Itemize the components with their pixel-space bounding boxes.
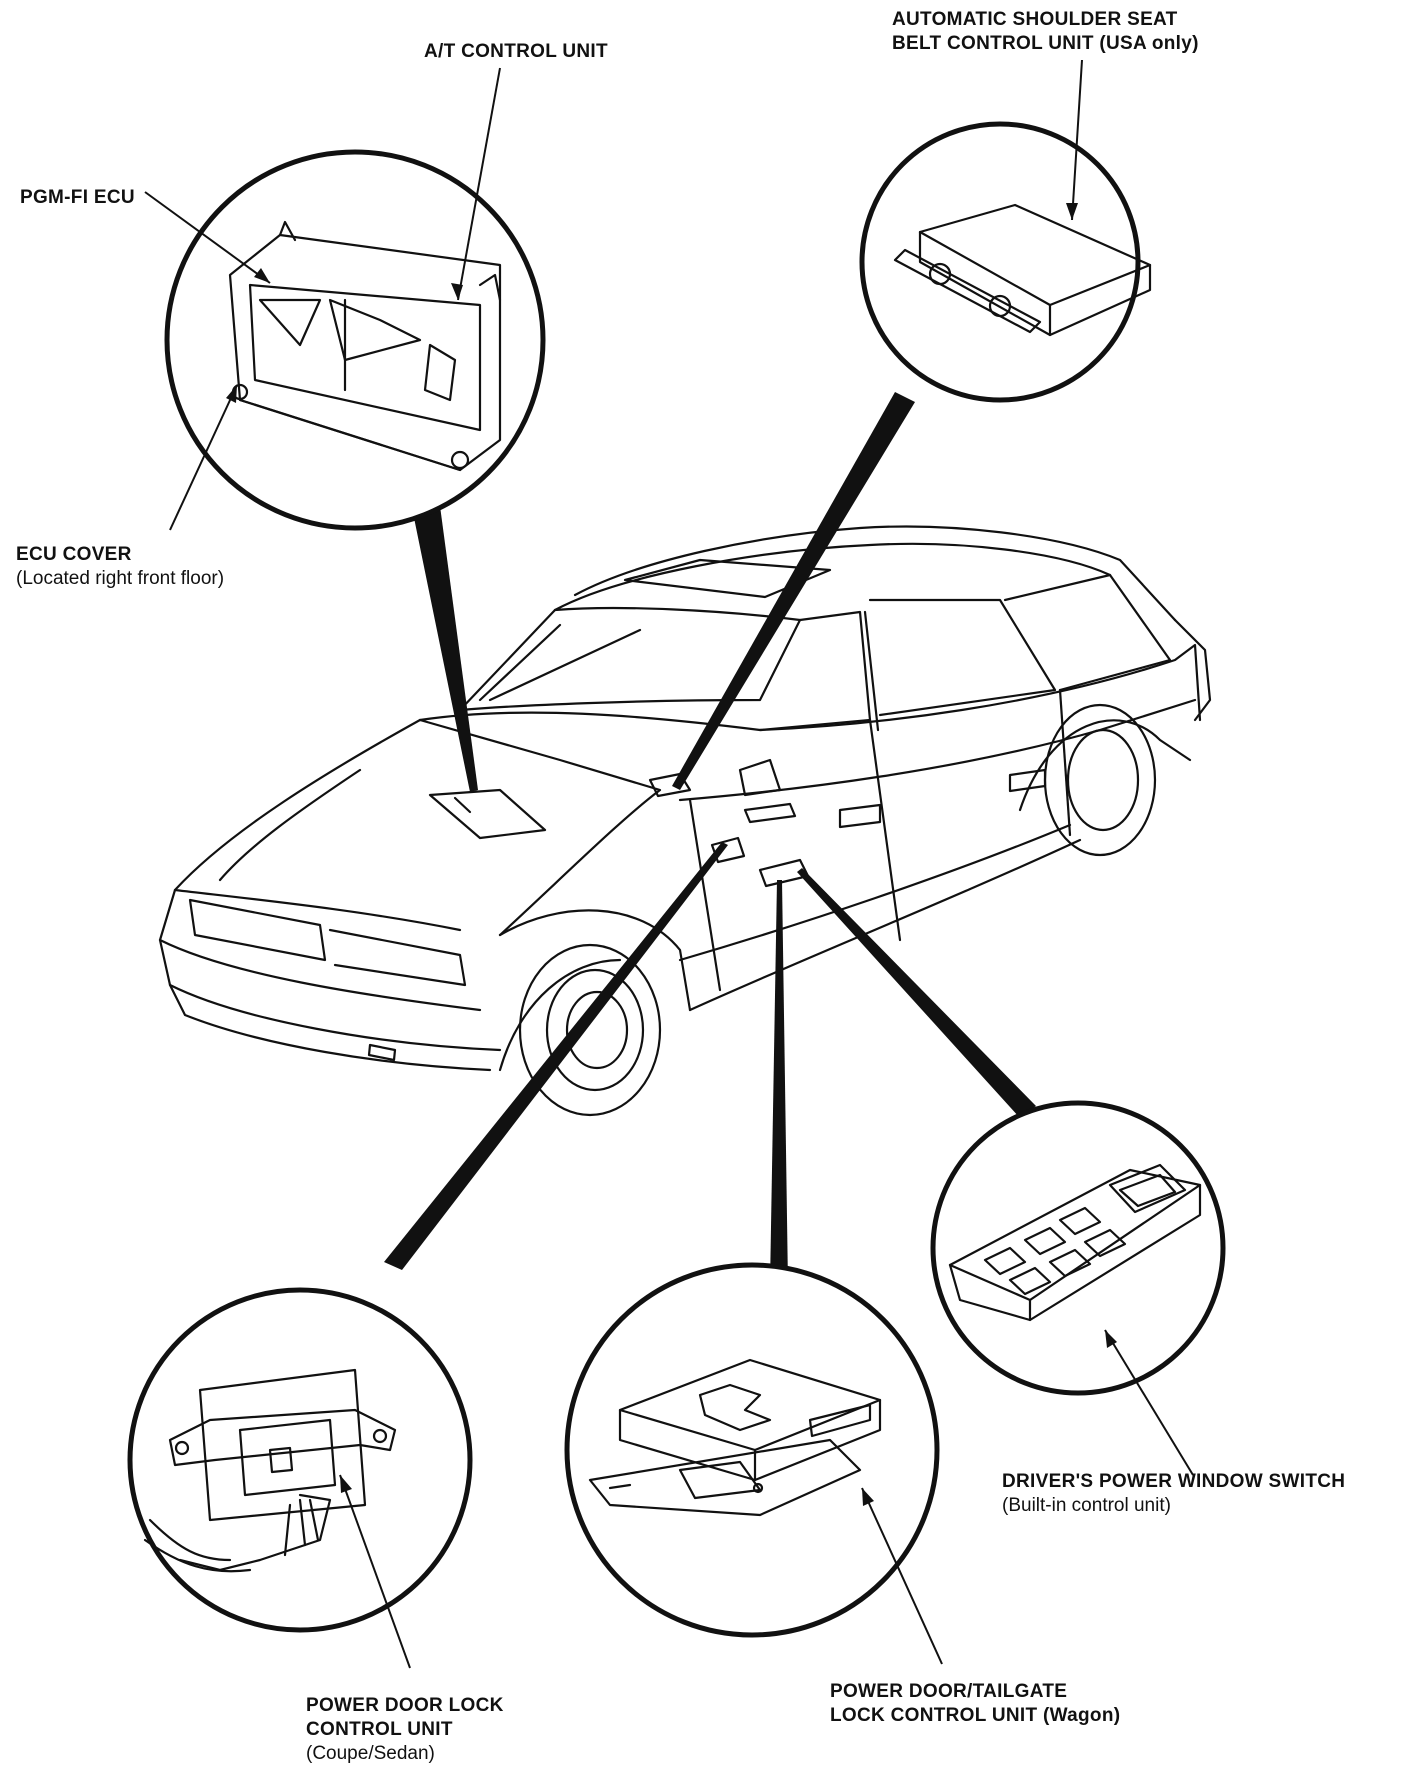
pgm-fi-ecu-label-line1: PGM-FI ECU (20, 187, 135, 208)
tailgate-lock-unit-label-line2: LOCK CONTROL UNIT (Wagon) (830, 1705, 1121, 1726)
door-lock-unit-label: POWER DOOR LOCK CONTROL UNIT (Coupe/Seda… (306, 1694, 504, 1766)
car-illustration (158, 525, 1212, 1117)
window-switch-label-line2: (Built-in control unit) (1002, 1495, 1171, 1516)
door-lock-unit-label-line1: POWER DOOR LOCK (306, 1695, 504, 1716)
window-switch-detail-circle (930, 1100, 1226, 1396)
ecu-cover-label-line2: (Located right front floor) (16, 568, 225, 589)
door-lock-unit-label-line2: CONTROL UNIT (306, 1719, 453, 1740)
seat-belt-unit-detail-circle (859, 121, 1152, 403)
leader-arrowheads (226, 203, 1117, 1506)
tailgate-lock-unit-label: POWER DOOR/TAILGATE LOCK CONTROL UNIT (W… (830, 1680, 1120, 1728)
tailgate-lock-unit-label-line1: POWER DOOR/TAILGATE (830, 1681, 1068, 1702)
window-switch-label: DRIVER'S POWER WINDOW SWITCH (Built-in c… (1002, 1470, 1345, 1518)
seat-belt-unit-label-line2: BELT CONTROL UNIT (USA only) (892, 33, 1199, 54)
tailgate-lock-unit-detail-circle (564, 1262, 940, 1638)
pgm-fi-ecu-label: PGM-FI ECU (20, 186, 135, 210)
at-control-unit-label: A/T CONTROL UNIT (424, 40, 608, 64)
seat-belt-unit-label: AUTOMATIC SHOULDER SEAT BELT CONTROL UNI… (892, 8, 1199, 56)
door-lock-unit-label-line3: (Coupe/Sedan) (306, 1743, 435, 1764)
door-lock-unit-detail-circle (127, 1287, 473, 1633)
at-control-unit-label-line1: A/T CONTROL UNIT (424, 41, 608, 62)
seat-belt-unit-label-line1: AUTOMATIC SHOULDER SEAT (892, 9, 1178, 30)
window-switch-label-line1: DRIVER'S POWER WINDOW SWITCH (1002, 1471, 1346, 1492)
ecu-detail-circle (164, 149, 546, 531)
ecu-cover-label-line1: ECU COVER (16, 544, 132, 565)
leader-lines (144, 59, 1194, 1669)
ecu-cover-label: ECU COVER (Located right front floor) (16, 543, 224, 591)
callout-pointers (384, 392, 1036, 1285)
